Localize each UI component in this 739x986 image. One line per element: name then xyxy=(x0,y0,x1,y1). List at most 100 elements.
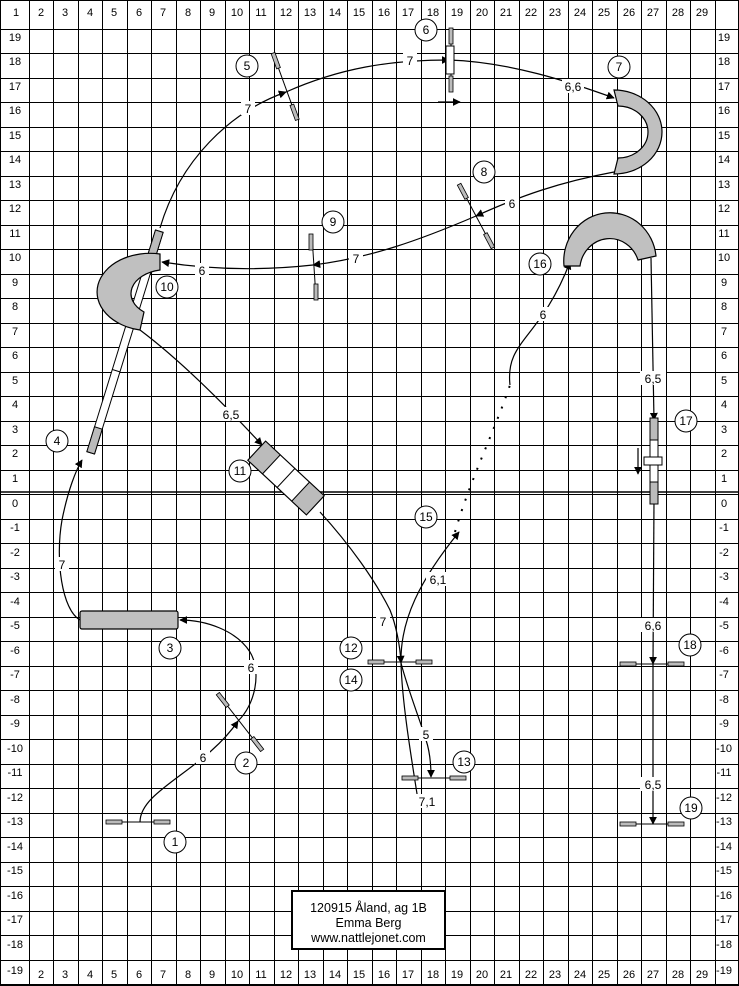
y-label: -18 xyxy=(7,939,23,951)
jump-6 xyxy=(438,27,461,106)
wing xyxy=(401,775,419,781)
y-label: -8 xyxy=(719,694,729,706)
y-label: -16 xyxy=(7,890,23,902)
y-label: -10 xyxy=(7,743,23,755)
contact-zone xyxy=(649,417,659,441)
x-label: 13 xyxy=(304,969,316,981)
x-label: 5 xyxy=(111,969,117,981)
y-label: 13 xyxy=(718,179,730,191)
x-label: 23 xyxy=(549,969,561,981)
x-label: 27 xyxy=(647,7,659,19)
y-label: -7 xyxy=(719,669,729,681)
y-label: -1 xyxy=(10,522,20,534)
distance-label: 6 xyxy=(540,308,547,322)
y-label: -15 xyxy=(7,865,23,877)
y-label: 5 xyxy=(721,375,727,387)
obstacle-number-5: 5 xyxy=(235,54,259,78)
x-label: 4 xyxy=(87,969,93,981)
course-judge-line: Emma Berg xyxy=(335,916,402,930)
y-label: 19 xyxy=(9,32,21,44)
x-label: 26 xyxy=(623,7,635,19)
y-label: 9 xyxy=(12,277,18,289)
x-label: 11 xyxy=(255,7,266,19)
wing xyxy=(313,283,319,301)
distance-label: 7 xyxy=(407,54,414,68)
x-label: 15 xyxy=(353,969,365,981)
x-label: 22 xyxy=(525,969,537,981)
x-label: 2 xyxy=(38,969,44,981)
table-17 xyxy=(634,417,663,505)
svg-text:18: 18 xyxy=(683,638,697,652)
y-label: -17 xyxy=(7,914,23,926)
x-label: 28 xyxy=(672,969,684,981)
y-label: -2 xyxy=(719,547,729,559)
x-label: 18 xyxy=(427,7,439,19)
y-label: -9 xyxy=(719,718,729,730)
distance-label: 6 xyxy=(199,264,206,278)
path-segment-16-17 xyxy=(649,257,658,421)
x-label: 5 xyxy=(111,7,117,19)
distance-label: 6,6 xyxy=(645,619,662,633)
x-label: 13 xyxy=(304,7,316,19)
obstacle-number-10: 10 xyxy=(155,275,179,299)
y-label: 5 xyxy=(12,375,18,387)
obstacle-number-18: 18 xyxy=(678,633,702,657)
course-website-link[interactable]: www.nattlejonet.com xyxy=(311,931,426,945)
x-label: 1 xyxy=(13,7,19,19)
y-label: 3 xyxy=(12,424,18,436)
y-label: 14 xyxy=(9,154,21,166)
y-label: -1 xyxy=(719,522,729,534)
jump-13 xyxy=(401,775,467,781)
y-label: 7 xyxy=(12,326,18,338)
y-label: -16 xyxy=(716,890,732,902)
path-segment-15-16 xyxy=(508,261,572,386)
distance-label: 6 xyxy=(248,661,255,675)
y-label: -14 xyxy=(716,841,732,853)
y-label: 10 xyxy=(718,252,730,264)
path-segment-4-5 xyxy=(159,90,287,229)
course-info-box: 120915 Åland, ag 1B Emma Berg www.nattle… xyxy=(291,890,446,950)
path-segment-2-3 xyxy=(179,616,257,722)
distance-label: 7 xyxy=(245,102,252,116)
path-segment-11-12 xyxy=(319,511,405,664)
x-label: 3 xyxy=(62,969,68,981)
svg-text:10: 10 xyxy=(160,280,174,294)
y-label: -12 xyxy=(7,792,23,804)
path-segment-15-16-dotted xyxy=(454,384,511,533)
jump-1 xyxy=(105,819,171,825)
y-label: 13 xyxy=(9,179,21,191)
svg-text:2: 2 xyxy=(243,756,250,770)
distance-label: 7 xyxy=(353,252,360,266)
contact-zone xyxy=(86,426,103,455)
x-label: 23 xyxy=(549,7,561,19)
y-label: 1 xyxy=(12,473,18,485)
y-label: -7 xyxy=(10,669,20,681)
x-label: 25 xyxy=(598,969,610,981)
x-label: 18 xyxy=(427,969,439,981)
obstacle-number-6: 6 xyxy=(414,18,438,42)
obstacle-number-11: 11 xyxy=(228,459,252,483)
path-segment-1-2 xyxy=(139,720,239,823)
jump-board xyxy=(445,45,455,75)
x-label: 25 xyxy=(598,7,610,19)
y-label: -11 xyxy=(7,767,22,779)
svg-text:17: 17 xyxy=(679,414,693,428)
obstacle-number-3: 3 xyxy=(158,636,182,660)
tunnel-3 xyxy=(79,610,179,630)
y-label: -9 xyxy=(10,718,20,730)
x-label: 20 xyxy=(476,969,488,981)
jump-18 xyxy=(619,661,685,667)
y-label: -19 xyxy=(7,965,23,977)
svg-text:9: 9 xyxy=(330,215,337,229)
path-segment-8-9 xyxy=(312,215,477,269)
obstacle-number-19: 19 xyxy=(679,796,703,820)
wing xyxy=(483,232,496,250)
y-label: -10 xyxy=(716,743,732,755)
y-label: -3 xyxy=(719,571,729,583)
x-label: 10 xyxy=(231,7,243,19)
y-label: 0 xyxy=(721,498,727,510)
y-label: 16 xyxy=(9,105,21,117)
